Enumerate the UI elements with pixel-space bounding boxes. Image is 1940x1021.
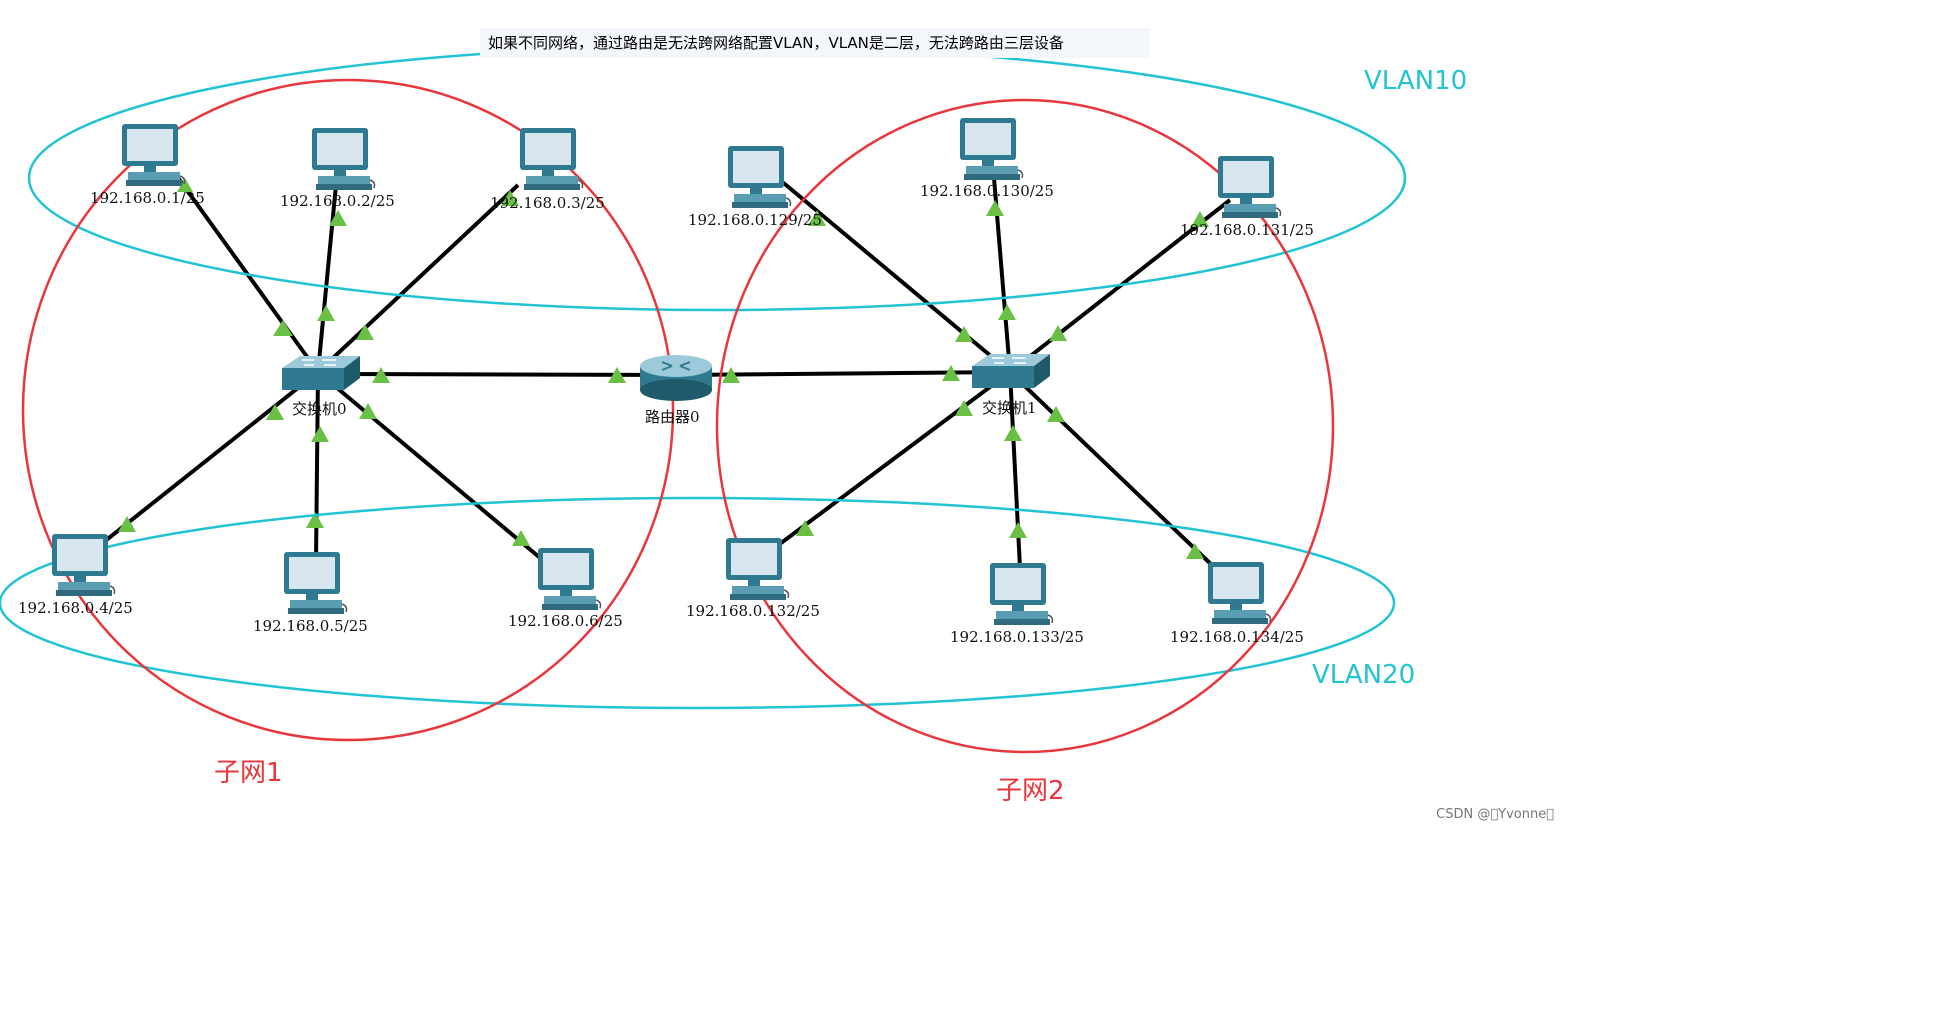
port-marker [306,512,324,528]
vlan20-ellipse [0,496,1396,710]
link-sw0-pc4 [98,370,320,547]
port-marker [329,210,347,226]
port-marker [986,200,1004,216]
port-marker [722,367,740,383]
pc-label-5: 192.168.0.5/25 [253,617,368,635]
switch1-icon [971,353,1051,389]
port-marker [1047,406,1065,422]
port-marker [359,403,377,419]
port-marker [273,320,293,336]
pc-label-132: 192.168.0.132/25 [686,602,820,620]
port-marker [608,367,626,383]
link-sw1-pc134 [1008,370,1217,570]
port-marker [796,520,814,536]
router-icon [640,355,712,401]
link-sw0-router [317,372,677,377]
pc-label-4: 192.168.0.4/25 [18,599,133,617]
port-marker [998,304,1016,320]
port-marker [372,367,390,383]
link-sw1-pc129 [778,178,1012,374]
link-router-sw1 [675,370,1011,377]
port-marker [118,516,136,532]
pc-icon-5 [283,551,348,615]
vlan10-ellipse [27,44,1407,312]
pc-icon-129 [727,145,792,209]
port-marker [955,326,973,342]
pc-icon-132 [725,537,790,601]
link-sw0-pc2 [316,184,338,373]
port-marker [1009,522,1027,538]
subnet2-circle [715,98,1335,754]
router0-label: 路由器0 [645,408,700,426]
pc-icon-4 [51,533,116,597]
pc-icon-1 [121,123,186,187]
subnet2-label: 子网2 [996,776,1065,806]
pc-icon-134 [1207,561,1272,625]
port-marker [311,426,329,442]
watermark: CSDN @ Yvonne  [1436,807,1554,822]
switch1-label: 交换机1 [982,399,1037,417]
pc-icon-133 [989,562,1054,626]
port-marker [501,190,519,206]
port-markers [118,178,1209,559]
switch0-icon [281,355,361,391]
switch0-label: 交换机0 [292,400,347,418]
pc-icon-131 [1217,155,1282,219]
vlan10-label: VLAN10 [1364,66,1468,96]
pc-label-1: 192.168.0.1/25 [90,189,205,207]
pc-label-2: 192.168.0.2/25 [280,192,395,210]
pc-label-131: 192.168.0.131/25 [1180,221,1314,239]
pc-icon-130 [959,117,1024,181]
port-marker [1049,325,1067,341]
vlan20-label: VLAN20 [1312,660,1416,690]
port-marker [1186,543,1204,559]
pc-icon-6 [537,547,602,611]
pc-label-129: 192.168.0.129/25 [688,211,822,229]
port-marker [942,365,960,381]
pc-label-134: 192.168.0.134/25 [1170,628,1304,646]
port-marker [1004,425,1022,441]
port-marker [1191,211,1209,227]
subnet1-label: 子网1 [214,758,283,788]
link-sw0-pc5 [314,371,320,561]
link-sw0-pc6 [316,370,547,564]
subnet1-circle [21,78,675,742]
port-marker [808,210,826,226]
pc-label-3: 192.168.0.3/25 [490,194,605,212]
pc-label-130: 192.168.0.130/25 [920,182,1054,200]
network-diagram [0,44,1407,754]
note-text: 如果不同网络，通过路由是无法跨网络配置VLAN，VLAN是二层，无法跨路由三层设… [480,28,1150,58]
link-sw0-pc3 [316,183,520,374]
pc-icon-3 [519,127,584,191]
port-marker [317,305,335,321]
port-marker [356,324,374,340]
port-marker [512,530,530,546]
pc-label-6: 192.168.0.6/25 [508,612,623,630]
port-marker [955,400,973,416]
pc-label-133: 192.168.0.133/25 [950,628,1084,646]
port-marker [177,178,193,192]
port-marker [266,404,284,420]
pc-icon-2 [311,127,376,191]
